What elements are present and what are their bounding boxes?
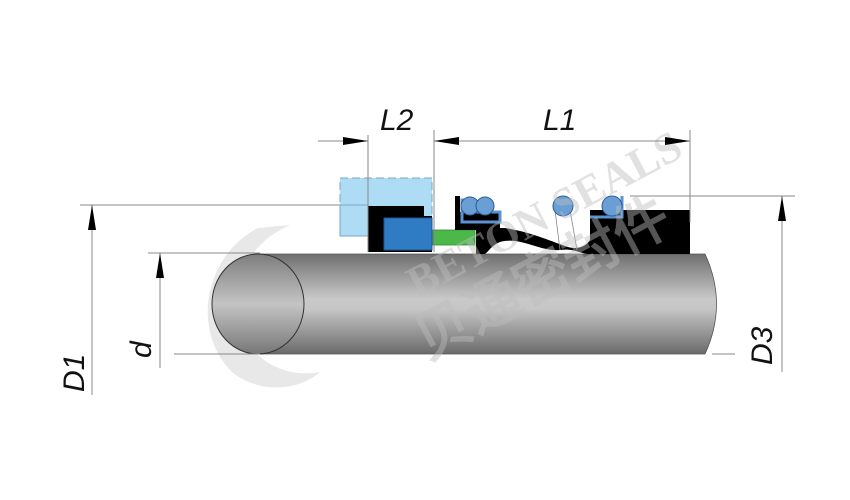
elastomer-bellows [432,229,476,246]
shaft [211,253,717,355]
dimension-l1: L1 [434,104,691,222]
spring-coil-2 [475,196,495,216]
springs [460,195,623,251]
dimension-l2: L2 [318,104,435,252]
spring-coil-3 [552,195,574,217]
dimension-d1: D1 [58,205,96,395]
label-l1: L1 [543,104,576,137]
label-d1: D1 [58,354,91,392]
label-l2: L2 [380,104,414,137]
shaft-end-face [211,253,305,355]
dimension-d: d [125,253,164,368]
label-d3: D3 [746,326,779,365]
seal-face [383,217,433,251]
spring-coil-4 [601,195,623,217]
dimension-d3: D3 [746,196,786,372]
label-d: d [125,340,158,358]
